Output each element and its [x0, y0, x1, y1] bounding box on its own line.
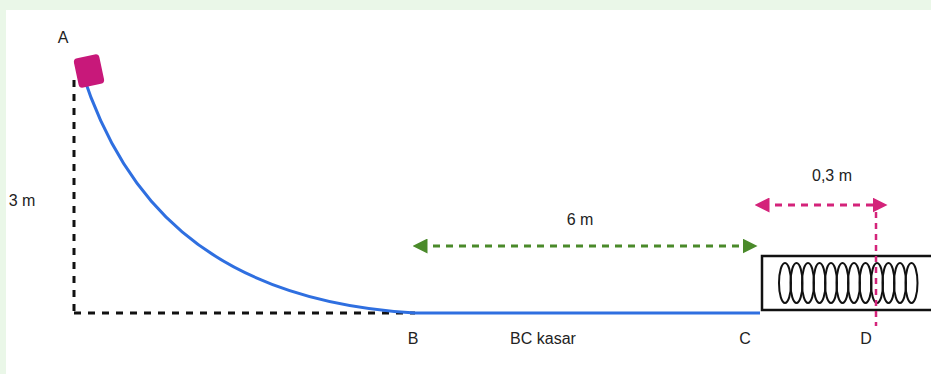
point-label: D: [858, 330, 874, 348]
point-label: B: [406, 330, 421, 348]
point-d-line: [875, 212, 878, 326]
spring-housing: [762, 256, 931, 310]
point-label: C: [737, 330, 753, 348]
coil-loop: [837, 263, 849, 303]
spring-coil: [779, 263, 918, 303]
compression-arrow: [762, 204, 880, 207]
surface-label: BC kasar: [508, 330, 578, 348]
curved-ramp: [82, 72, 415, 313]
dimension-label: 6 m: [565, 211, 596, 229]
height-dashes: [73, 80, 76, 313]
ground-dashes: [74, 312, 415, 315]
coil-loop: [848, 263, 860, 303]
coil-loop: [906, 263, 918, 303]
distance-arrow: [420, 245, 750, 248]
dimension-label: 0,3 m: [810, 167, 854, 185]
coil-loop: [894, 263, 906, 303]
coil-loop: [779, 263, 791, 303]
coil-loop: [860, 263, 872, 303]
coil-loop: [814, 263, 826, 303]
coil-loop: [802, 263, 814, 303]
coil-loop: [825, 263, 837, 303]
coil-loop: [791, 263, 803, 303]
coil-loop: [883, 263, 895, 303]
rough-floor: [415, 312, 760, 315]
block: [73, 54, 105, 89]
dimension-label: 3 m: [7, 192, 38, 210]
point-label: A: [56, 29, 71, 47]
